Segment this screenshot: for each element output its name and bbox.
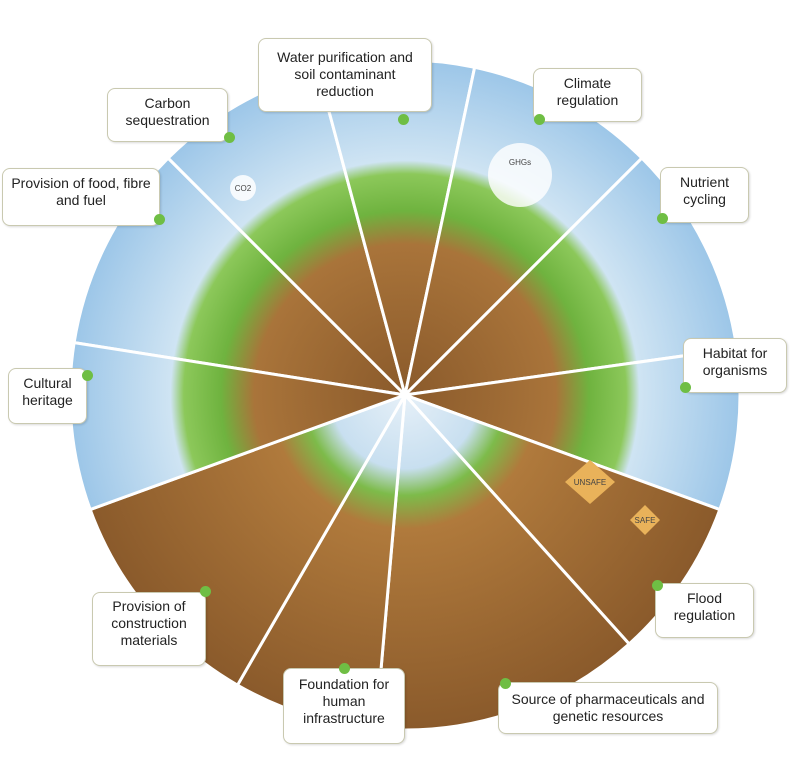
- co2-bubble: [230, 175, 256, 201]
- label-dot: [657, 213, 668, 224]
- label-water-purification: Water purification and soil contaminant …: [258, 38, 432, 112]
- label-nutrient-cycling: Nutrient cycling: [660, 167, 749, 223]
- label-dot: [500, 678, 511, 689]
- wedge-cultural: [68, 340, 411, 512]
- unsafe-sign: [565, 460, 615, 504]
- label-dot: [398, 114, 409, 125]
- label-pharmaceuticals-genetic: Source of pharmaceuticals and genetic re…: [498, 682, 718, 734]
- label-food-fibre-fuel: Provision of food, fibre and fuel: [2, 168, 160, 226]
- label-dot: [154, 214, 165, 225]
- label-habitat-organisms: Habitat for organisms: [683, 338, 787, 393]
- co2-text: CO2: [235, 184, 252, 193]
- label-carbon-sequestration: Carbon sequestration: [107, 88, 228, 142]
- illustration-text: CO2 GHGs UNSAFE SAFE: [230, 143, 660, 535]
- label-foundation-infrastructure: Foundation for human infrastructure: [283, 668, 405, 744]
- label-cultural-heritage: Cultural heritage: [8, 368, 87, 424]
- safe-sign: [630, 505, 660, 535]
- label-dot: [224, 132, 235, 143]
- wedge-flood: [403, 393, 722, 647]
- safe-text: SAFE: [635, 516, 656, 525]
- label-dot: [200, 586, 211, 597]
- unsafe-text: UNSAFE: [574, 478, 606, 487]
- label-dot: [652, 580, 663, 591]
- label-climate-regulation: Climate regulation: [533, 68, 642, 122]
- label-dot: [534, 114, 545, 125]
- label-dot: [680, 382, 691, 393]
- wedge-nutrient: [400, 155, 739, 398]
- label-dot: [339, 663, 350, 674]
- ghg-bubble: [488, 143, 552, 207]
- ghgs-text: GHGs: [509, 158, 531, 167]
- label-construction-materials: Provision of construction materials: [92, 592, 206, 666]
- label-dot: [82, 370, 93, 381]
- label-flood-regulation: Flood regulation: [655, 583, 754, 638]
